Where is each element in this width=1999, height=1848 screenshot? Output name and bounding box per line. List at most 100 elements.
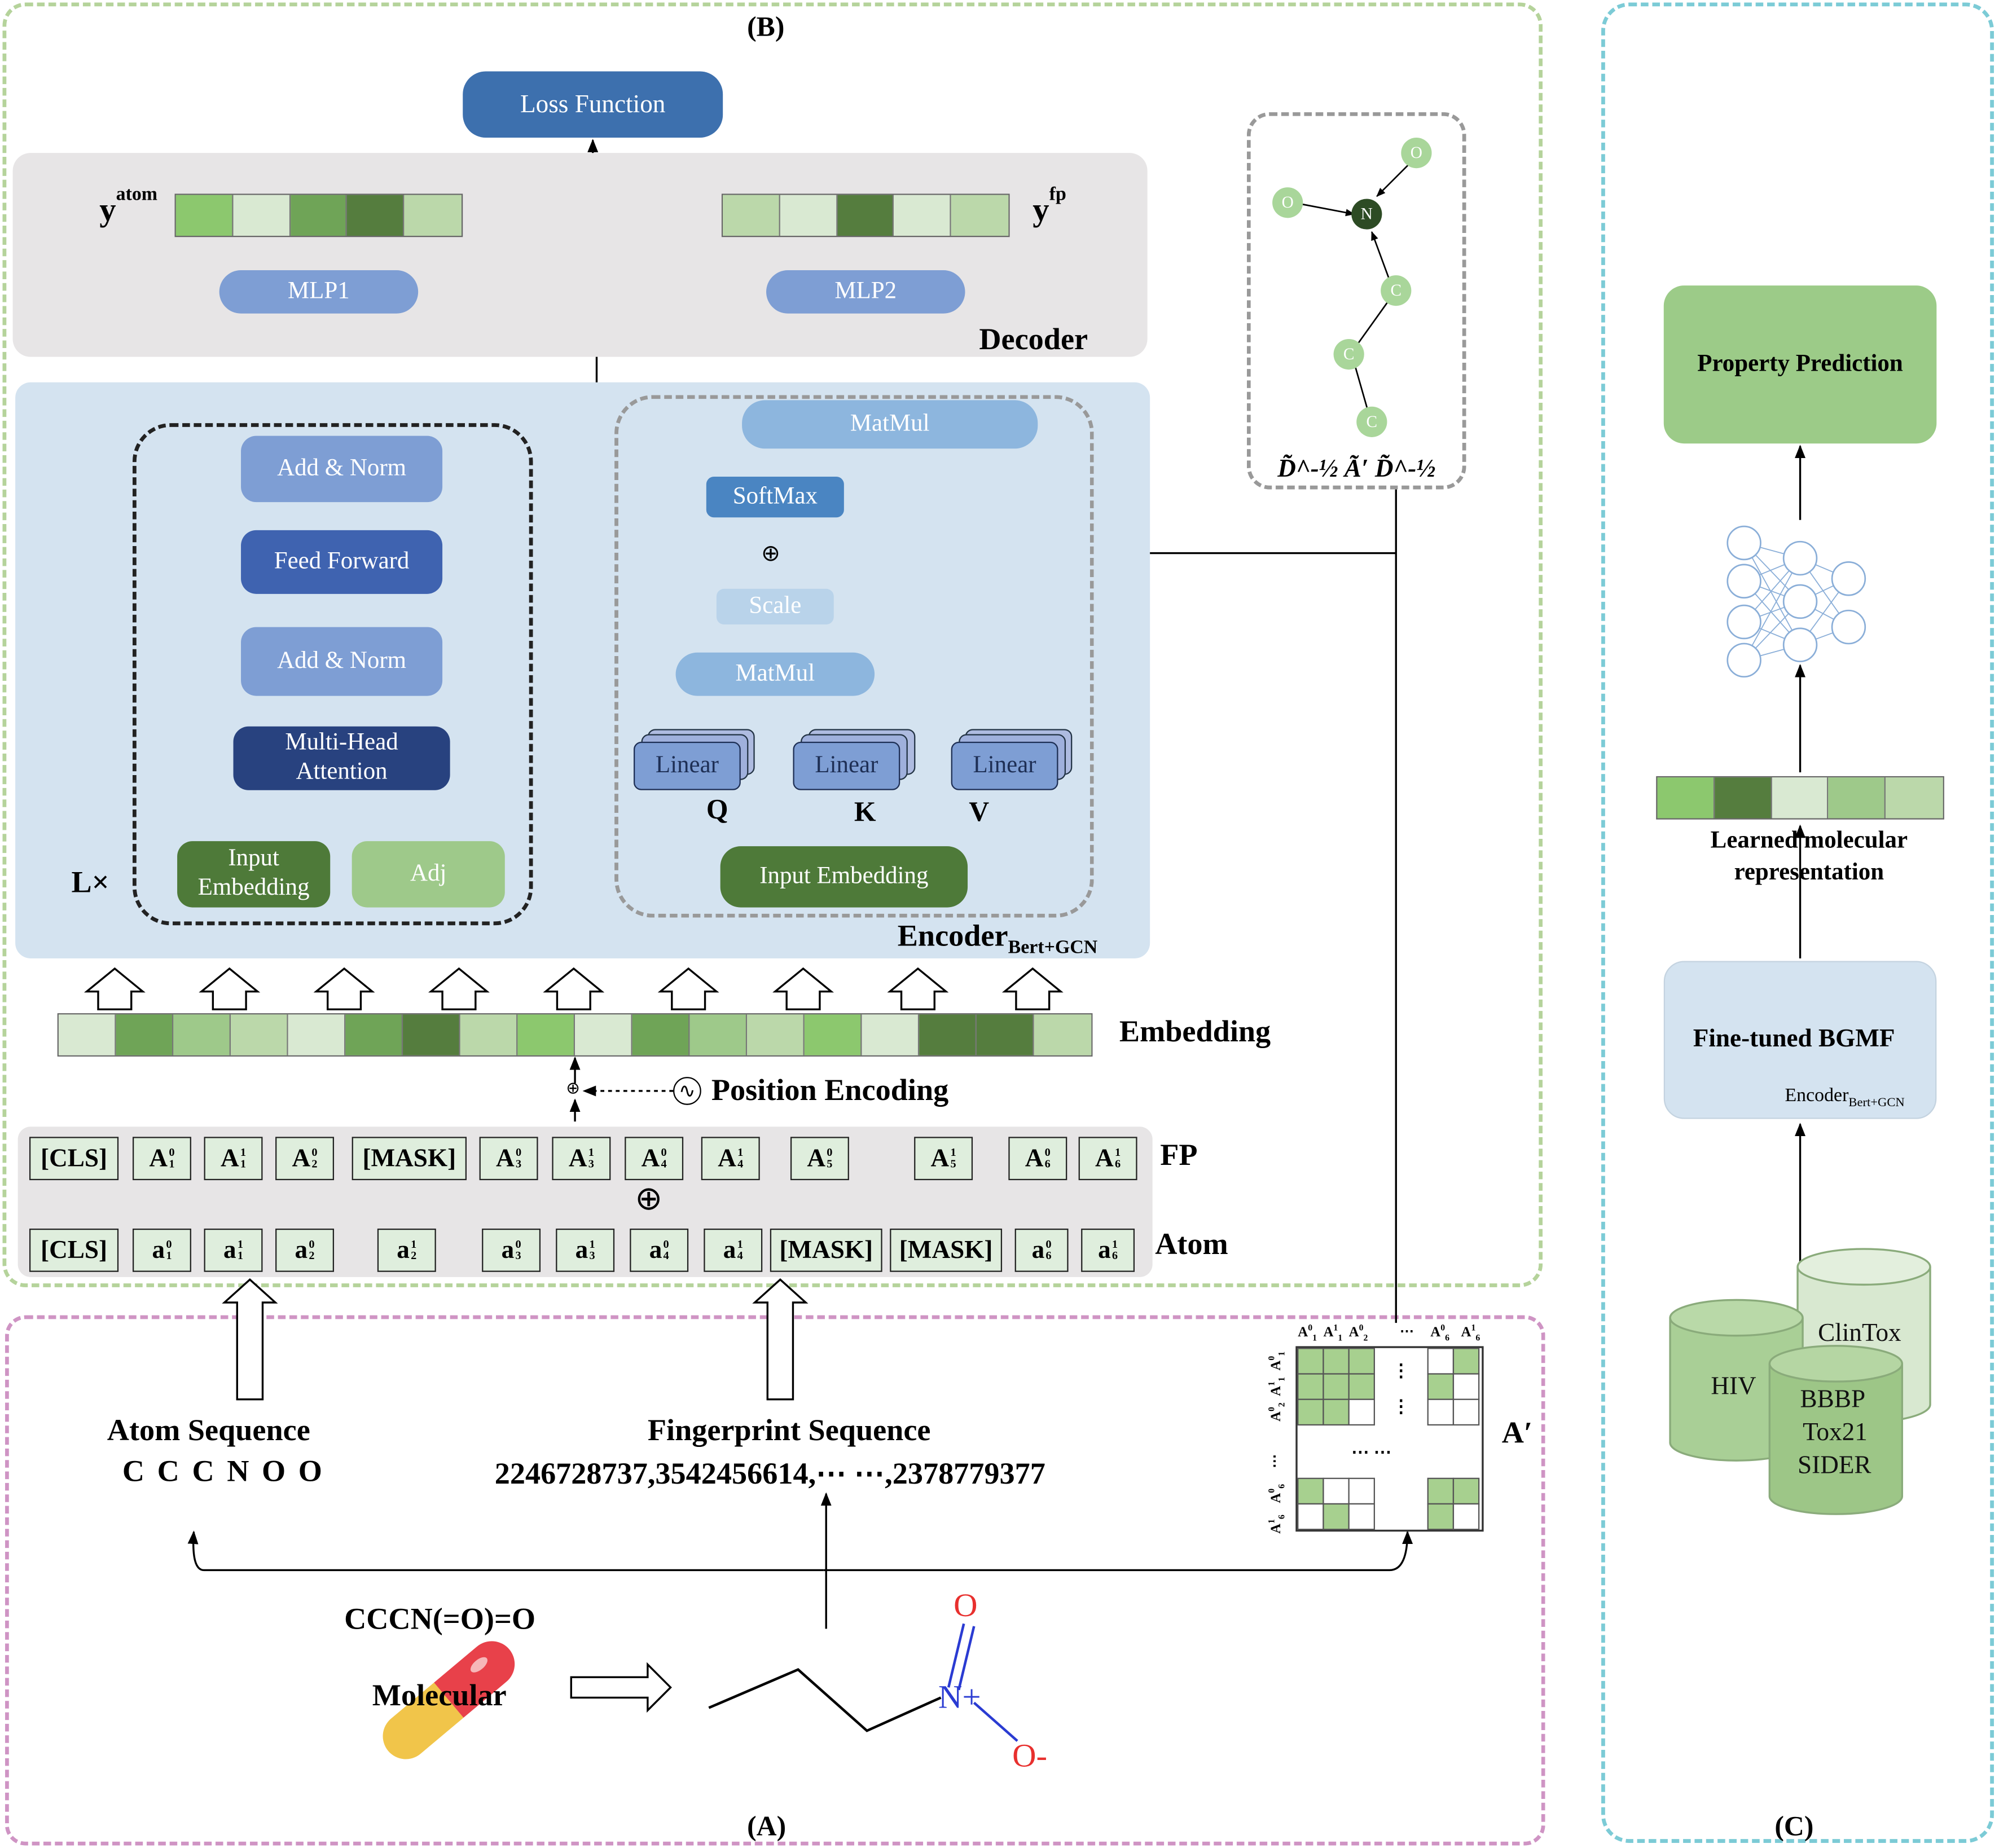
input-line1: Input xyxy=(228,845,279,872)
adj-box: Adj xyxy=(352,841,505,908)
multi-head-attention-box: Multi-Head Attention xyxy=(233,726,450,790)
matrix-row-header: A02 xyxy=(1267,1402,1287,1422)
y-fp-cell xyxy=(837,195,894,236)
atom-o-bottom-label: O- xyxy=(1012,1737,1047,1771)
embedding-cell xyxy=(804,1014,862,1055)
molecular-label: Molecular xyxy=(372,1679,507,1713)
y-atom-cell xyxy=(290,195,348,236)
decoder-title: Decoder xyxy=(979,323,1088,357)
atom-sequence-title: Atom Sequence xyxy=(107,1414,310,1448)
add-norm-top-box: Add & Norm xyxy=(241,435,443,503)
panel-a-label: (A) xyxy=(747,1810,787,1842)
embedding-cell xyxy=(460,1014,518,1055)
atom-token: [MASK] xyxy=(890,1228,1003,1272)
embedding-cell xyxy=(58,1014,116,1055)
embedding-cell xyxy=(1034,1014,1092,1055)
graph-node-c2: C xyxy=(1343,345,1355,363)
fp-token: [CLS] xyxy=(29,1137,119,1181)
fingerprint-sequence-value: 2246728737,3542456614,⋯ ⋯,2378779377 xyxy=(494,1458,1045,1491)
matmul-top-box: MatMul xyxy=(742,400,1038,449)
fine-tuned-encoder-main: Encoder xyxy=(1785,1085,1849,1107)
dataset-tox21: Tox21 xyxy=(1803,1418,1868,1446)
input-embedding-box: Input Embedding xyxy=(177,841,331,908)
fine-tuned-label: Fine-tuned BGMF xyxy=(1693,1024,1895,1053)
y-atom-vector xyxy=(174,193,463,237)
y-atom-cell xyxy=(404,195,462,236)
y-atom-sup: atom xyxy=(116,185,158,206)
matrix-column-header: A16 xyxy=(1461,1323,1480,1343)
sine-wave-icon: ∿ xyxy=(673,1077,701,1105)
matrix-ellipsis-1: ⋮ xyxy=(1392,1361,1410,1380)
embedding-cell xyxy=(919,1014,977,1055)
matrix-row-header: A06 xyxy=(1267,1484,1287,1503)
feed-forward-box: Feed Forward xyxy=(241,530,443,594)
fine-tuned-encoder-label: EncoderBert+GCN xyxy=(1785,1086,1904,1110)
panel-b-label: (B) xyxy=(747,10,785,42)
y-atom-cell xyxy=(175,195,234,236)
panel-c-label: (C) xyxy=(1774,1810,1814,1842)
encoder-title-sub: Bert+GCN xyxy=(1008,938,1098,958)
panel-c-frame xyxy=(1601,2,1994,1843)
attention-detail-frame xyxy=(614,395,1094,918)
learned-representation-label: Learned molecular representation xyxy=(1656,826,1962,889)
atom-o-top-label: O xyxy=(954,1587,977,1623)
matrix-column-header: A06 xyxy=(1430,1323,1450,1343)
softmax-box: SoftMax xyxy=(706,476,844,518)
y-fp-cell xyxy=(723,195,780,236)
dataset-bbbp: BBBP xyxy=(1800,1384,1866,1413)
embedding-cell xyxy=(230,1014,288,1055)
matrix-ellipsis-3: ⋯ ⋯ xyxy=(1351,1442,1391,1462)
embedding-label: Embedding xyxy=(1119,1015,1271,1049)
y-fp-sup: fp xyxy=(1049,185,1066,206)
dataset-hiv: HIV xyxy=(1711,1372,1756,1400)
fp-token: [MASK] xyxy=(352,1137,467,1181)
atom-n-label: N+ xyxy=(938,1678,981,1715)
scale-box: Scale xyxy=(716,588,834,625)
adjacency-matrix: ⋮ ⋮ ⋯ ⋯ xyxy=(1295,1346,1484,1532)
add-norm-bottom-box: Add & Norm xyxy=(241,627,443,696)
k-label: K xyxy=(854,795,876,828)
embedding-cell xyxy=(632,1014,690,1055)
matrix-row-header: A01 xyxy=(1267,1351,1287,1371)
embedding-cell xyxy=(575,1014,632,1055)
normalized-adjacency-formula: D̃^-½ Ã′ D̃^-½ xyxy=(1277,454,1435,482)
representation-cell xyxy=(1886,777,1943,819)
atom-row-label: Atom xyxy=(1155,1228,1228,1262)
matrix-column-header: ⋯ xyxy=(1400,1324,1414,1340)
learned-representation-vector xyxy=(1656,776,1944,820)
learned-line2: representation xyxy=(1734,859,1884,886)
embedding-cell xyxy=(288,1014,346,1055)
mlp2-box: MLP2 xyxy=(766,270,965,314)
embedding-cell xyxy=(116,1014,174,1055)
matmul-box: MatMul xyxy=(675,652,875,696)
neural-network-icon xyxy=(1726,525,1866,678)
embedding-cell xyxy=(862,1014,920,1055)
y-fp-cell xyxy=(951,195,1009,236)
fingerprint-sequence-title: Fingerprint Sequence xyxy=(647,1414,931,1448)
fine-tuned-box xyxy=(1663,961,1937,1119)
graph-frame xyxy=(1246,112,1466,490)
matrix-label: A′ xyxy=(1501,1417,1533,1451)
repeat-label: L× xyxy=(71,866,109,900)
atom-token: [MASK] xyxy=(770,1228,882,1272)
token-plus: ⊕ xyxy=(635,1180,663,1217)
learned-line1: Learned molecular xyxy=(1710,827,1908,854)
graph-node-c3: C xyxy=(1367,413,1378,431)
embedding-vector xyxy=(57,1013,1093,1057)
capsule-icon xyxy=(383,1641,515,1759)
